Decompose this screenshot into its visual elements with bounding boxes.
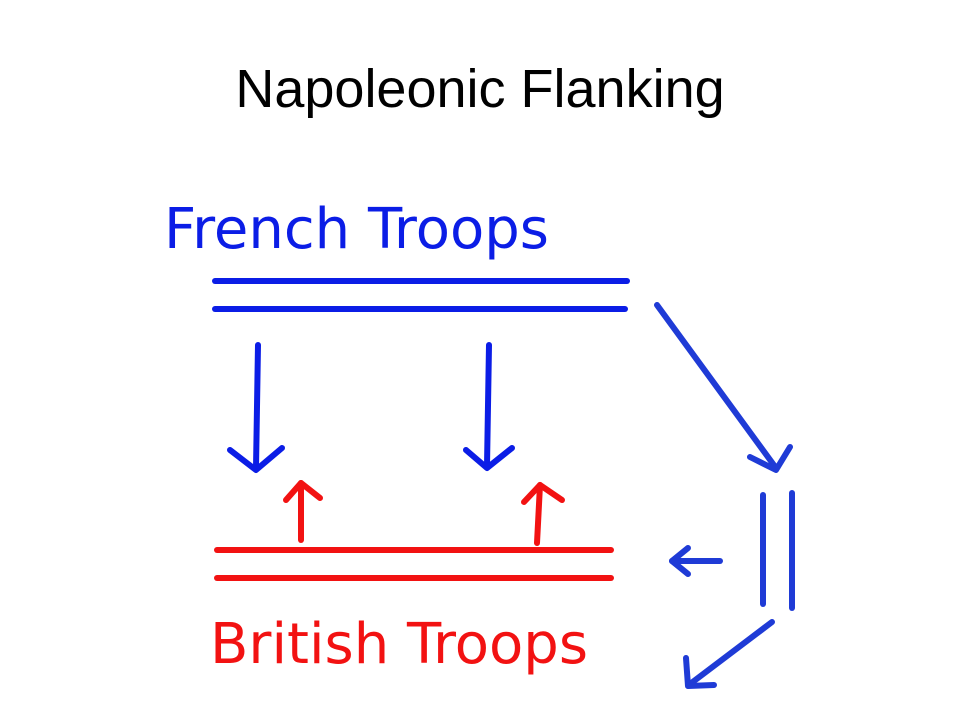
french-advance-arrow-right xyxy=(463,342,515,471)
french-advance-arrow-left xyxy=(227,342,285,473)
british-troops-label: British Troops xyxy=(210,612,588,677)
british-advance-arrow-left xyxy=(283,480,323,543)
french-troops-label: French Troops xyxy=(164,197,549,262)
slide-title: Napoleonic Flanking xyxy=(235,59,725,119)
flank-attack-arrow xyxy=(669,545,723,577)
flank-diagonal-arrow xyxy=(654,302,793,473)
british-advance-arrow-right xyxy=(521,482,565,546)
flank-rear-arrow xyxy=(683,619,775,689)
